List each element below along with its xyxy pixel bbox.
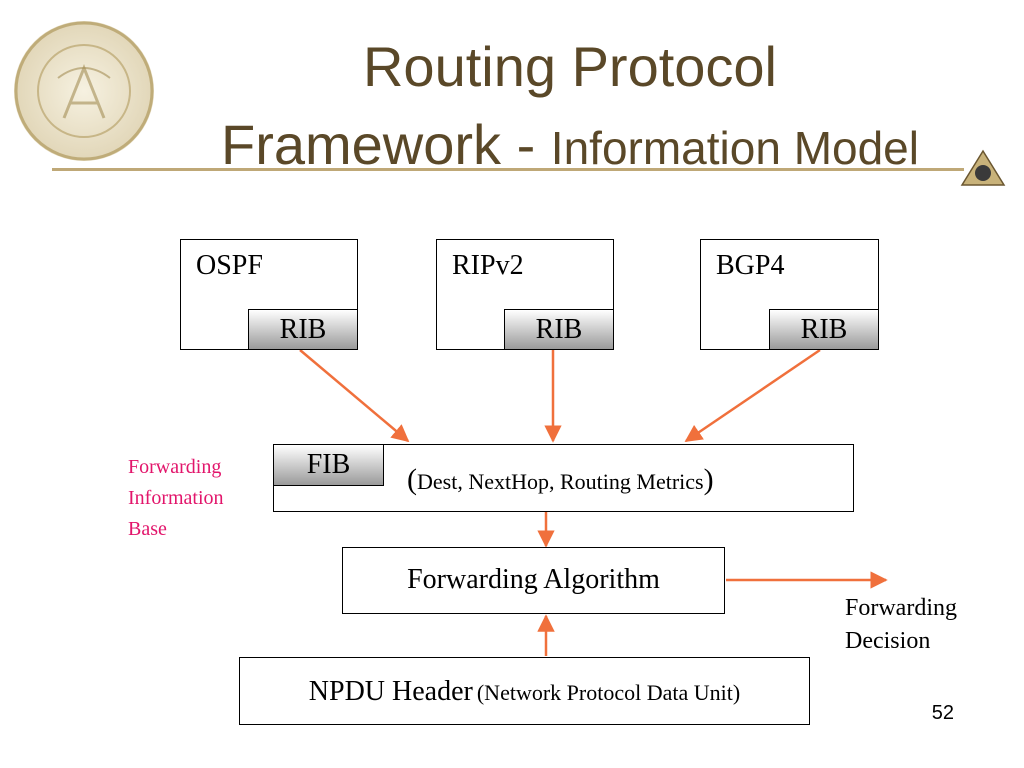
protocol-name: OSPF <box>196 250 263 281</box>
protocol-name: RIPv2 <box>452 250 524 281</box>
side-note-line: Information <box>128 487 224 509</box>
fib-fields: (Dest, NextHop, Routing Metrics) <box>407 463 714 496</box>
rib-box: RIB <box>248 309 358 350</box>
title-line-2-sub: Information Model <box>550 122 919 174</box>
npdu-expansion: (Network Protocol Data Unit) <box>476 680 741 705</box>
protocol-box-ospf: OSPF RIB <box>180 239 358 350</box>
title-line-1: Routing Protocol <box>362 35 777 98</box>
forwarding-algorithm-label: Forwarding Algorithm <box>407 564 660 595</box>
fib-fields-text: Dest, NextHop, Routing Metrics <box>417 469 704 494</box>
protocol-box-ripv2: RIPv2 RIB <box>436 239 614 350</box>
fib-side-note: Forwarding Information Base <box>128 452 224 545</box>
fib-tag: FIB <box>273 444 384 486</box>
npdu-header-label: NPDU Header (Network Protocol Data Unit) <box>308 676 741 707</box>
protocol-name: BGP4 <box>716 250 785 281</box>
slide-title: Routing Protocol Framework - Information… <box>150 28 990 199</box>
forwarding-decision-label: Forwarding Decision <box>845 595 957 654</box>
forwarding-algorithm-box: Forwarding Algorithm <box>342 547 725 614</box>
protocol-box-bgp4: BGP4 RIB <box>700 239 879 350</box>
arrow-ospf-to-fib <box>299 349 410 443</box>
title-line-2-main: Framework - <box>221 113 551 176</box>
side-note-line: Forwarding <box>128 456 222 478</box>
page-number: 52 <box>931 702 954 724</box>
rib-box: RIB <box>769 309 879 350</box>
university-emblem-logo <box>960 149 1006 186</box>
side-note-line: Base <box>128 518 167 540</box>
fib-box: FIB (Dest, NextHop, Routing Metrics) <box>273 444 854 512</box>
rib-box: RIB <box>504 309 614 350</box>
title-divider <box>52 168 964 171</box>
npdu-header-box: NPDU Header (Network Protocol Data Unit) <box>239 657 810 725</box>
arrow-bgp4-to-fib <box>684 348 821 443</box>
university-seal-logo <box>14 21 154 161</box>
